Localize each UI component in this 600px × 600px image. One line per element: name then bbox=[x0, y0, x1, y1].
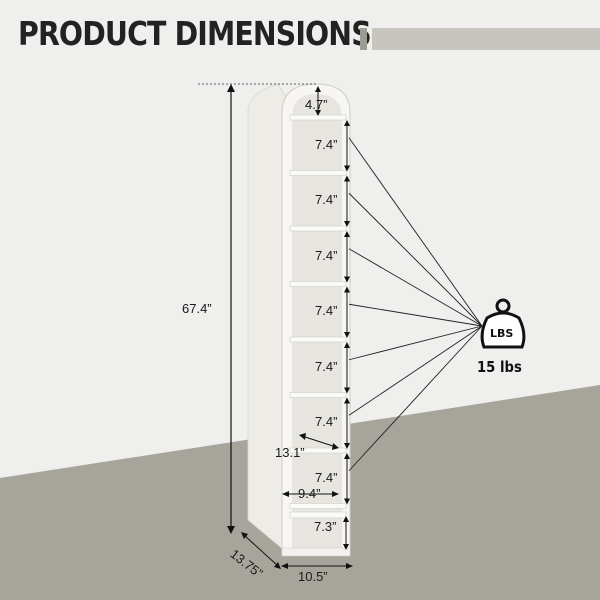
shelf-board bbox=[289, 225, 347, 232]
weight-connector-line bbox=[348, 303, 483, 327]
shelf-dimension-arrow-bottom bbox=[344, 276, 350, 283]
height-arrow-top bbox=[227, 84, 235, 92]
arch-arrow-bottom bbox=[315, 110, 321, 116]
depth-interior-line bbox=[301, 435, 337, 448]
weight-connector-line bbox=[348, 325, 483, 472]
shelf-boards bbox=[289, 114, 347, 509]
depth-arrow-left bbox=[241, 532, 248, 539]
shelf-dimension-arrow-top bbox=[344, 342, 350, 348]
depth-arrow-right bbox=[274, 562, 281, 569]
shelf-board bbox=[289, 503, 347, 509]
shelf-height-label: 7.4” bbox=[315, 358, 338, 374]
interior-width-label: 9.4” bbox=[298, 486, 321, 501]
shelf-dimension-arrow-top bbox=[344, 120, 350, 126]
shelf-dimension-arrow-bottom bbox=[344, 332, 350, 338]
shelf-height-label: 7.4” bbox=[315, 136, 338, 152]
bottom-gap-arrow-top bbox=[343, 516, 349, 522]
width-label: 10.5” bbox=[298, 569, 328, 584]
weight-capacity-label: 15 lbs bbox=[477, 358, 522, 376]
weight-connector-lines bbox=[348, 137, 483, 472]
shelf-height-label: 7.4” bbox=[315, 469, 338, 485]
width-interior-arrow-right bbox=[332, 491, 339, 497]
shelf-dimension-arrow-top bbox=[344, 397, 350, 404]
interior-depth-label: 13.1” bbox=[275, 445, 305, 460]
shelf-dimension-arrow-bottom bbox=[344, 498, 350, 505]
depth-interior-arrow-right bbox=[332, 443, 339, 450]
bottom-board bbox=[289, 511, 347, 519]
shelf-height-label: 7.4” bbox=[315, 303, 338, 319]
title-accent-bar bbox=[360, 28, 367, 50]
bottom-gap-arrow-bottom bbox=[343, 544, 349, 550]
shelf-board bbox=[289, 336, 347, 343]
total-height-label: 67.4” bbox=[182, 301, 212, 316]
weight-connector-line bbox=[348, 325, 483, 416]
shelf-dimension-arrow-top bbox=[344, 231, 350, 237]
shelf-board bbox=[289, 281, 347, 287]
depth-interior-arrow-left bbox=[299, 433, 306, 440]
shelf-dimension-arrow-bottom bbox=[344, 443, 350, 449]
shelf-dimension-arrow-top bbox=[344, 286, 350, 293]
page-title: PRODUCT DIMENSIONS bbox=[18, 14, 372, 53]
shelf-dimension-arrow-bottom bbox=[344, 221, 350, 227]
weight-connector-line bbox=[348, 248, 483, 327]
cabinet-base bbox=[281, 547, 351, 557]
shelf-height-label: 7.4” bbox=[315, 414, 338, 430]
weight-icon-text: LBS bbox=[490, 327, 514, 340]
top-arch-label: 4.7” bbox=[305, 97, 328, 112]
width-interior-arrow-left bbox=[282, 491, 289, 497]
weight-connector-line bbox=[348, 192, 483, 327]
shelf-height-label: 7.4” bbox=[315, 192, 338, 208]
width-arrow-left bbox=[281, 563, 288, 569]
title-accent-strip bbox=[372, 28, 600, 50]
width-arrow-right bbox=[346, 563, 353, 569]
shelf-board bbox=[289, 170, 347, 176]
weight-connector-line bbox=[348, 325, 483, 361]
shelf-dimension-arrow-bottom bbox=[344, 387, 350, 394]
shelf-board bbox=[289, 392, 347, 398]
shelf-dimension-arrow-top bbox=[344, 175, 350, 182]
shelf-board bbox=[289, 447, 347, 454]
depth-dimension-line bbox=[243, 534, 279, 567]
shelf-height-label: 7.4” bbox=[315, 247, 338, 263]
weight-icon bbox=[480, 298, 526, 349]
arch-arrow-top bbox=[315, 86, 321, 92]
bottom-gap-label: 7.3” bbox=[314, 519, 337, 534]
weight-connector-line bbox=[348, 137, 483, 327]
shelf-dimension-markers bbox=[344, 120, 350, 505]
height-arrow-bottom bbox=[227, 526, 235, 534]
shelf-dimension-arrow-bottom bbox=[344, 165, 350, 172]
shelf-dimension-arrow-top bbox=[344, 453, 350, 459]
